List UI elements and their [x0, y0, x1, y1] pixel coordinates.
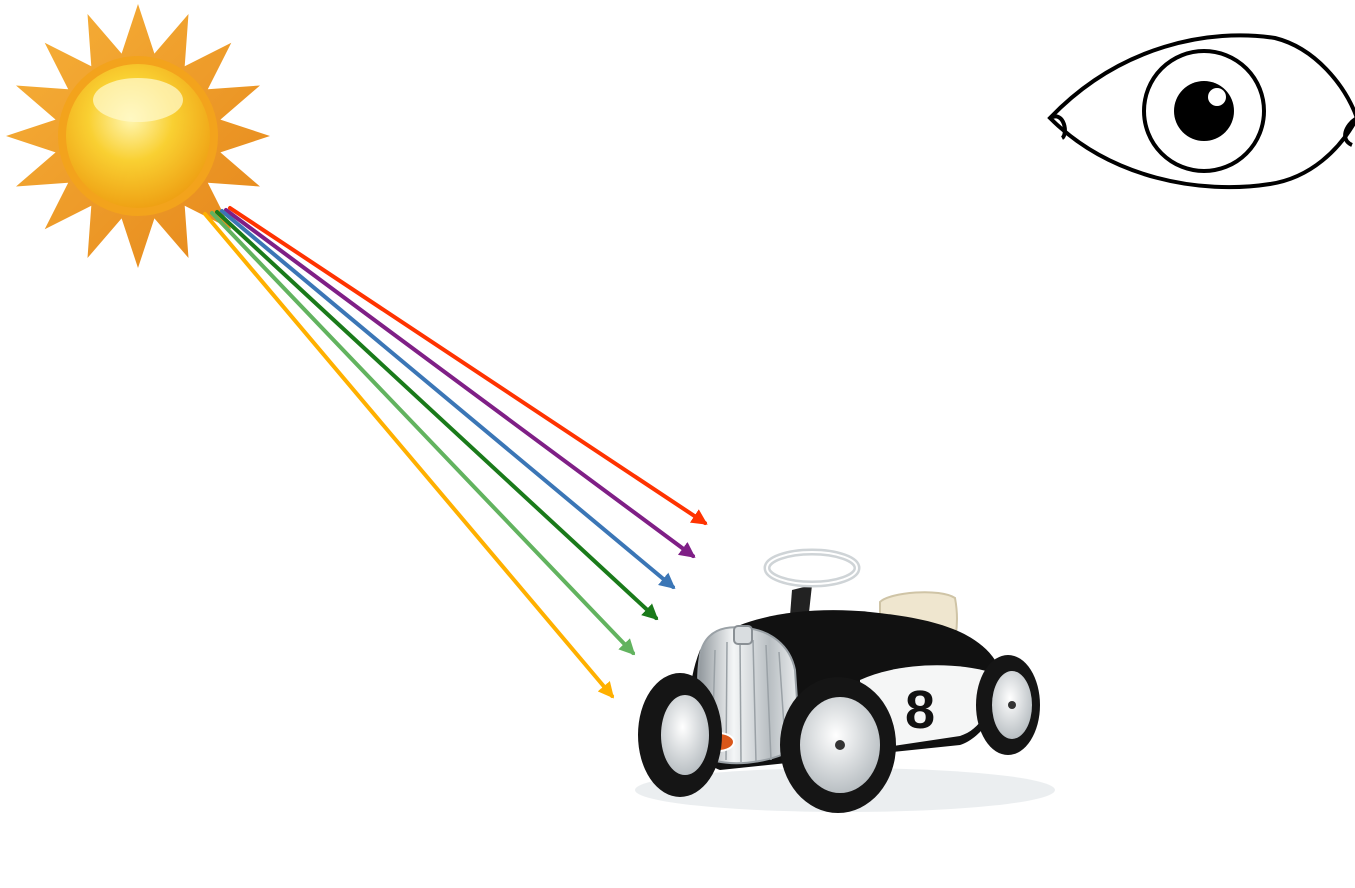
eye-icon — [1050, 35, 1355, 187]
light-ray-dark-green — [217, 212, 656, 618]
light-ray-orange-yellow — [205, 214, 612, 696]
light-ray-blue — [222, 211, 673, 587]
light-ray-purple — [226, 210, 693, 556]
light-ray-red — [230, 208, 705, 523]
sun-icon — [6, 4, 270, 268]
ride-on-car-icon: 8 — [635, 552, 1055, 813]
car-number: 8 — [905, 680, 935, 740]
light-rays — [205, 208, 705, 696]
sun-highlight — [93, 78, 183, 122]
